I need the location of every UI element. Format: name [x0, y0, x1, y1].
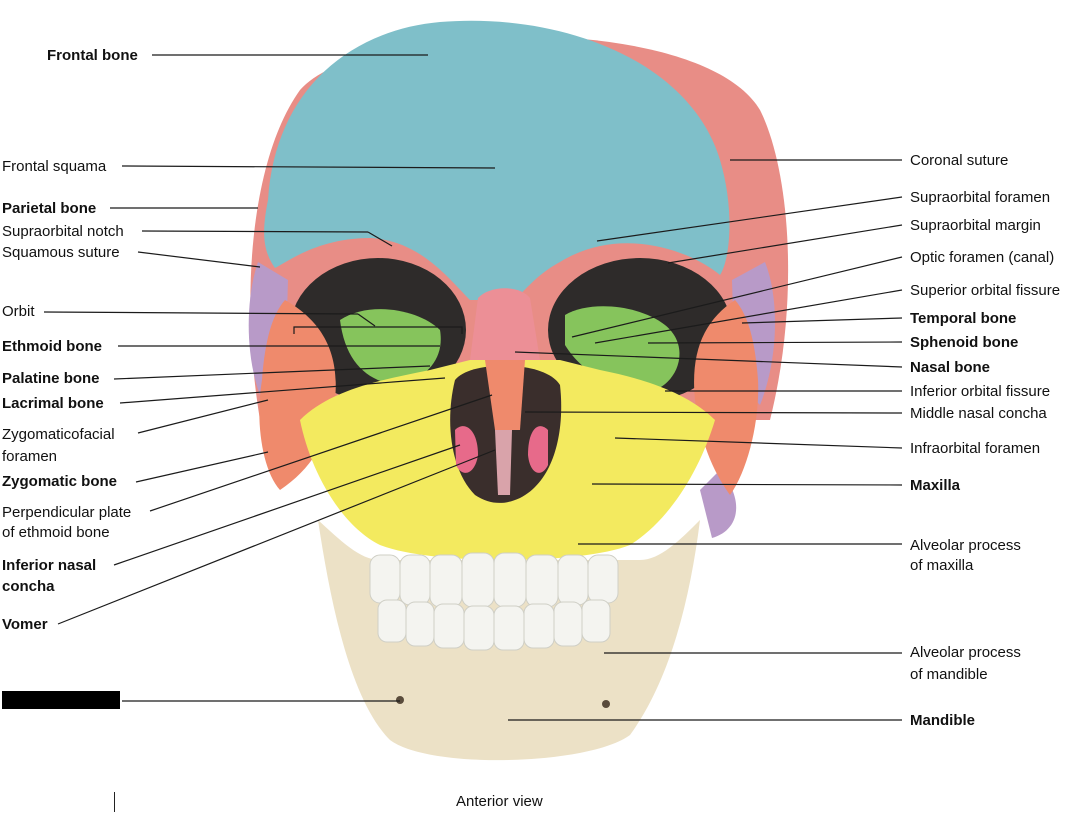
- label-alveolar-process-mandible-2: of mandible: [910, 666, 988, 683]
- label-ethmoid-bone: Ethmoid bone: [2, 338, 102, 355]
- label-perpendicular-plate: Perpendicular plate: [2, 504, 132, 521]
- label-nasal-bone: Nasal bone: [910, 359, 991, 376]
- figure-caption: Anterior view: [456, 793, 543, 810]
- label-zygomaticofacial-foramen: foramen: [2, 448, 58, 465]
- label-superior-orbital-fissure: Superior orbital fissure: [910, 282, 1061, 299]
- label-supraorbital-margin: Supraorbital margin: [910, 217, 1041, 234]
- label-coronal-suture: Coronal suture: [910, 152, 1009, 169]
- label-alveolar-process-maxilla-2: of maxilla: [910, 557, 974, 574]
- label-zygomaticofacial: Zygomaticofacial: [2, 426, 115, 443]
- label-inferior-nasal: Inferior nasal: [2, 557, 97, 574]
- caption-divider: [114, 792, 115, 812]
- redacted-label: [2, 691, 120, 709]
- label-inferior-nasal-concha: concha: [2, 578, 55, 595]
- label-infraorbital-foramen: Infraorbital foramen: [910, 440, 1041, 457]
- label-perpendicular-plate-2: of ethmoid bone: [2, 524, 110, 541]
- label-frontal-bone: Frontal bone: [47, 47, 138, 64]
- nasal-bone-region: [470, 288, 540, 360]
- label-vomer: Vomer: [2, 616, 48, 633]
- leader-lines: [43, 54, 903, 721]
- label-parietal-bone: Parietal bone: [2, 200, 97, 217]
- label-palatine-bone: Palatine bone: [2, 370, 100, 387]
- mental-foramen-left: [396, 696, 404, 704]
- label-lacrimal-bone: Lacrimal bone: [2, 395, 104, 412]
- label-orbit: Orbit: [2, 303, 35, 320]
- label-optic-foramen: Optic foramen (canal): [910, 249, 1055, 266]
- label-supraorbital-foramen: Supraorbital foramen: [910, 189, 1051, 206]
- label-mandible: Mandible: [910, 712, 976, 729]
- middle-nasal-concha: [485, 360, 525, 430]
- inferior-nasal-concha-right: [528, 426, 548, 473]
- frontal-bone-region: [264, 20, 730, 300]
- label-supraorbital-notch: Supraorbital notch: [2, 223, 124, 240]
- label-middle-nasal-concha: Middle nasal concha: [910, 405, 1047, 422]
- label-zygomatic-bone: Zygomatic bone: [2, 473, 118, 490]
- label-alveolar-process-mandible: Alveolar process: [910, 644, 1021, 661]
- vomer: [495, 430, 512, 495]
- label-sphenoid-bone: Sphenoid bone: [910, 334, 1019, 351]
- label-inferior-orbital-fissure: Inferior orbital fissure: [910, 383, 1051, 400]
- zygomatic-right: [694, 300, 759, 495]
- label-squamous-suture: Squamous suture: [2, 244, 120, 261]
- inferior-nasal-concha-left: [455, 426, 478, 473]
- mental-foramen-right: [602, 700, 610, 708]
- label-frontal-squama: Frontal squama: [2, 158, 107, 175]
- label-alveolar-process-maxilla: Alveolar process: [910, 537, 1021, 554]
- teeth: [369, 552, 619, 651]
- label-maxilla: Maxilla: [910, 477, 961, 494]
- label-temporal-bone: Temporal bone: [910, 310, 1017, 327]
